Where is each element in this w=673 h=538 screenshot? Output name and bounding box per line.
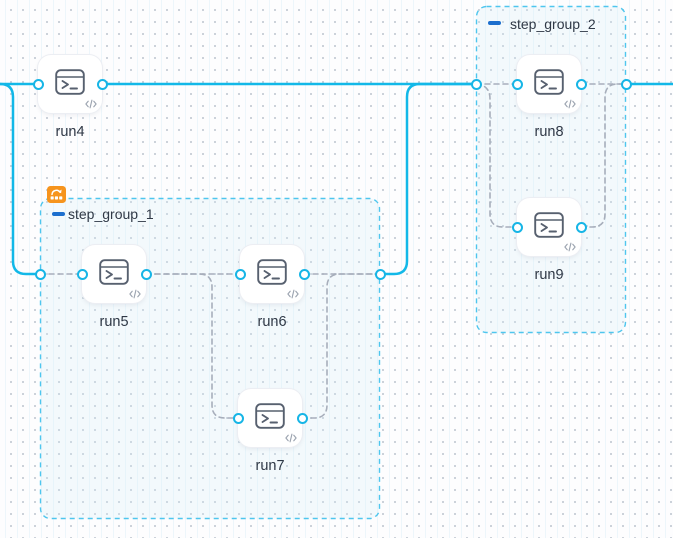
port-run5-out[interactable] [140, 268, 152, 280]
port-run7-out[interactable] [296, 412, 308, 424]
edge-run5-to-run7[interactable] [145, 273, 239, 419]
node-run6[interactable] [240, 245, 304, 303]
edge-run7-to-group1-out[interactable] [301, 273, 381, 419]
port-run9-out[interactable] [575, 221, 587, 233]
port-run7-in[interactable] [232, 412, 244, 424]
node-run6-label: run6 [257, 314, 287, 330]
node-run5[interactable] [82, 245, 146, 303]
code-icon [285, 433, 297, 443]
port-run9-in[interactable] [511, 221, 523, 233]
code-icon [287, 289, 299, 299]
port-run8-in[interactable] [511, 78, 523, 90]
node-run8-label: run8 [534, 124, 564, 140]
group2-title: step_group_2 [510, 16, 596, 32]
port-group2-in[interactable] [470, 78, 482, 90]
edge-run9-to-group2-out[interactable] [580, 83, 627, 228]
port-run4-out[interactable] [96, 78, 108, 90]
terminal-icon [99, 258, 129, 290]
node-run5-label: run5 [99, 314, 129, 330]
node-run4[interactable] [38, 55, 102, 113]
terminal-icon [55, 68, 85, 100]
terminal-icon [255, 402, 285, 434]
edge-in-to-step-group-1[interactable] [0, 82, 42, 276]
edge-step-group-1-to-step-group-2[interactable] [378, 82, 478, 276]
group2-collapse-button[interactable] [488, 21, 501, 25]
port-run6-in[interactable] [234, 268, 246, 280]
port-group1-out[interactable] [374, 268, 386, 280]
group1-collapse-button[interactable] [52, 212, 65, 216]
terminal-icon [257, 258, 287, 290]
node-run9-label: run9 [534, 267, 564, 283]
node-run7-label: run7 [255, 458, 285, 474]
node-run9[interactable] [517, 198, 581, 256]
group1-title: step_group_1 [68, 206, 154, 222]
port-run5-in[interactable] [76, 268, 88, 280]
port-run6-out[interactable] [298, 268, 310, 280]
port-group1-in[interactable] [34, 268, 46, 280]
terminal-icon [534, 68, 564, 100]
code-icon [129, 289, 141, 299]
code-icon [564, 242, 576, 252]
node-run4-label: run4 [55, 124, 85, 140]
port-run8-out[interactable] [575, 78, 587, 90]
port-run4-in[interactable] [32, 78, 44, 90]
terminal-icon [534, 211, 564, 243]
code-icon [85, 99, 97, 109]
code-icon [564, 99, 576, 109]
port-group2-out[interactable] [620, 78, 632, 90]
edge-group2-in-to-run9[interactable] [475, 83, 518, 228]
node-run7[interactable] [238, 389, 302, 447]
node-run8[interactable] [517, 55, 581, 113]
matrix-toolbox-badge-icon [47, 186, 66, 203]
